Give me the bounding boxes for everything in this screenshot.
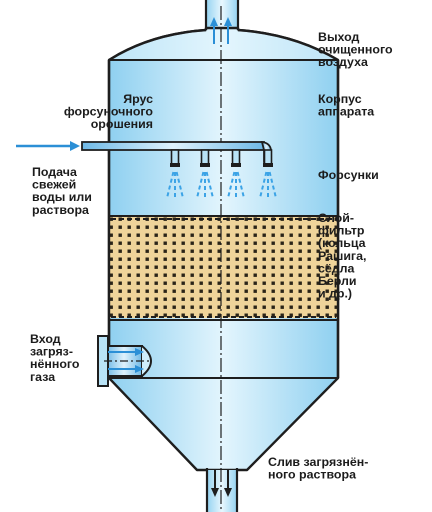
nozzle-tip	[170, 163, 180, 167]
nozzle-tip	[231, 163, 241, 167]
label-line: газа	[30, 370, 55, 384]
label-line: орошения	[91, 117, 153, 131]
spray-stream	[196, 171, 205, 199]
label-line: фильтр	[318, 224, 365, 238]
drain-arrowhead-right	[224, 488, 232, 497]
label-line: Слив загрязнён-	[268, 455, 368, 469]
spray-stream	[175, 171, 184, 199]
label-line: Подача	[32, 165, 77, 179]
label-line: воды или	[32, 190, 92, 204]
label-line: Выход	[318, 30, 360, 44]
label-nozzles: Форсунки	[318, 168, 379, 182]
spray-stream	[268, 171, 277, 199]
outlet-arrowhead-left	[210, 17, 218, 26]
label-line: Рашига,	[318, 249, 366, 263]
label-line: Вход	[30, 332, 61, 346]
label-line: (кольца	[318, 236, 366, 250]
label-line: воздуха	[318, 55, 368, 69]
spray-stream	[236, 171, 245, 199]
label-line: свежей	[32, 178, 76, 192]
label-line: ного раствора	[268, 468, 356, 482]
label-line: сёдла	[318, 261, 355, 275]
label-drain: Слив загрязнён-ного раствора	[268, 455, 368, 482]
vessel-outline-dome	[108, 28, 339, 62]
nozzle-group	[166, 149, 277, 199]
label-line: Корпус	[318, 92, 362, 106]
nozzle-1	[170, 149, 180, 165]
label-line: раствора	[32, 203, 89, 217]
label-line: загряз-	[30, 345, 73, 359]
label-line: Слой-	[318, 211, 354, 225]
spray-stream	[205, 171, 214, 199]
nozzle-tip	[200, 163, 210, 167]
outlet-flow-arrows	[213, 24, 229, 44]
nozzle-2	[200, 149, 210, 165]
label-line: Берли	[318, 274, 357, 288]
spray-stream	[166, 171, 175, 199]
inlet-arrowhead-bottom	[135, 365, 144, 373]
nozzle-tip	[263, 163, 273, 167]
nozzle-3	[231, 149, 241, 165]
drain-arrowhead-left	[211, 488, 219, 497]
nozzle-4	[263, 149, 273, 165]
drain-flow-arrows	[214, 470, 229, 490]
inlet-flow-arrows	[108, 351, 136, 370]
spray-stream	[227, 171, 236, 199]
water-supply-arrowhead	[70, 141, 80, 151]
drain-pipe	[207, 470, 237, 512]
gas-inlet-nozzle	[141, 345, 152, 377]
vessel-top-cap	[109, 30, 338, 60]
inlet-arrowhead-top	[135, 348, 144, 356]
label-line: нённого	[30, 357, 80, 371]
filter-layer-border	[109, 217, 338, 318]
label-line: и др.)	[318, 287, 352, 301]
spray-header-pipe	[81, 141, 265, 151]
label-line: Ярус	[123, 92, 153, 106]
outlet-pipe	[206, 0, 238, 28]
label-line: аппарата	[318, 105, 374, 119]
label-line: форсуночного	[64, 105, 154, 119]
label-line: очищенного	[318, 43, 393, 57]
spray-stream	[259, 171, 268, 199]
outlet-arrowhead-right	[224, 17, 232, 26]
label-line: Форсунки	[318, 168, 379, 182]
